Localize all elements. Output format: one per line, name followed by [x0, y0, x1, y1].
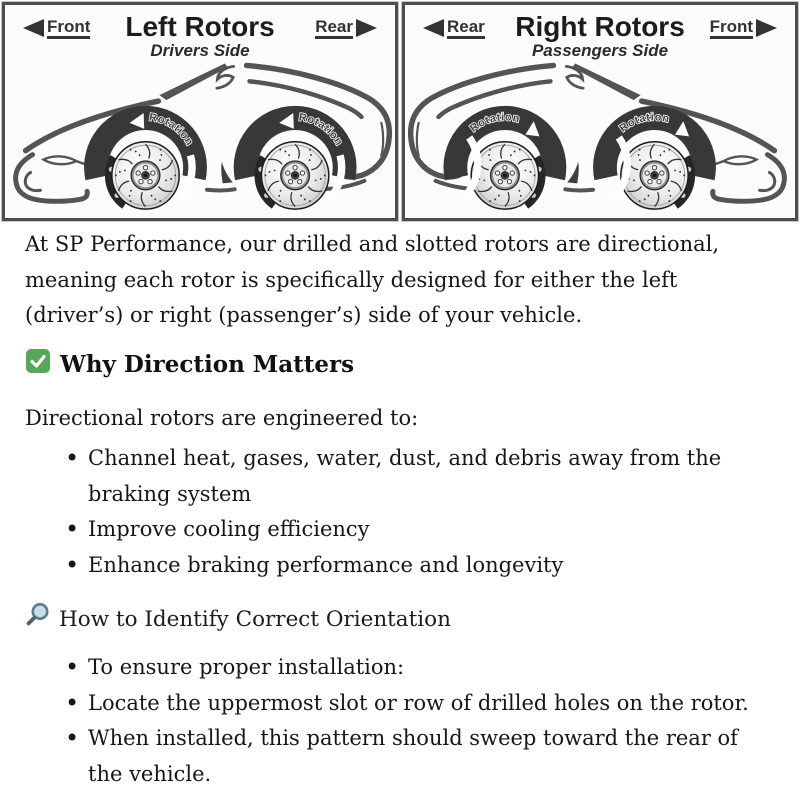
rear-label: Rear [447, 17, 485, 39]
front-label: Front [47, 17, 91, 39]
identify-heading: How to Identify Correct Orientation [25, 602, 775, 637]
left-panel-title: Left Rotors [125, 11, 275, 42]
front-label: Front [709, 17, 753, 39]
steps-list: To ensure proper installation: Locate th… [25, 650, 775, 792]
identify-heading-text: How to Identify Correct Orientation [59, 606, 451, 632]
engineered-line: Directional rotors are engineered to: [25, 405, 419, 430]
right-panel-titles: Right Rotors Passengers Side [515, 12, 685, 60]
list-item: Improve cooling efficiency [25, 512, 748, 548]
list-item: Locate the uppermost slot or row of dril… [25, 686, 775, 722]
left-panel-subtitle: Drivers Side [150, 41, 250, 60]
rear-label: Rear [315, 17, 353, 39]
left-rotors-panel: Front Left Rotors Drivers Side Rear [2, 2, 398, 221]
left-panel-titles: Left Rotors Drivers Side [125, 12, 274, 60]
right-panel-header: Rear Right Rotors Passengers Side Front [405, 12, 795, 60]
list-item: Enhance braking performance and longevit… [25, 548, 748, 584]
left-panel-header: Front Left Rotors Drivers Side Rear [5, 12, 395, 60]
right-panel-title: Right Rotors [515, 11, 685, 42]
check-mark-icon [25, 348, 51, 382]
magnifier-icon [25, 602, 51, 637]
rear-direction: Rear [315, 17, 377, 39]
arrow-right-icon [356, 19, 377, 37]
intro-paragraph: At SP Performance, our drilled and slott… [25, 232, 720, 327]
why-heading-text: Why Direction Matters [60, 350, 355, 378]
list-item: To ensure proper installation: [25, 650, 775, 686]
list-item: When installed, this pattern should swee… [25, 721, 775, 792]
arrow-right-icon [756, 19, 777, 37]
front-direction: Front [23, 17, 91, 39]
right-panel-subtitle: Passengers Side [531, 41, 669, 60]
right-rotors-panel: Rear Right Rotors Passengers Side Front [402, 2, 798, 221]
benefits-list: Channel heat, gases, water, dust, and de… [25, 441, 775, 583]
arrow-left-icon [23, 19, 44, 37]
rotor-direction-diagram: Front Left Rotors Drivers Side Rear Rear [0, 0, 800, 223]
why-direction-heading: Why Direction Matters [25, 348, 775, 382]
arrow-left-icon [423, 19, 444, 37]
front-direction: Front [709, 17, 777, 39]
list-item: Channel heat, gases, water, dust, and de… [25, 441, 748, 512]
article-body: At SP Performance, our drilled and slott… [0, 223, 800, 792]
rear-direction: Rear [423, 17, 485, 39]
